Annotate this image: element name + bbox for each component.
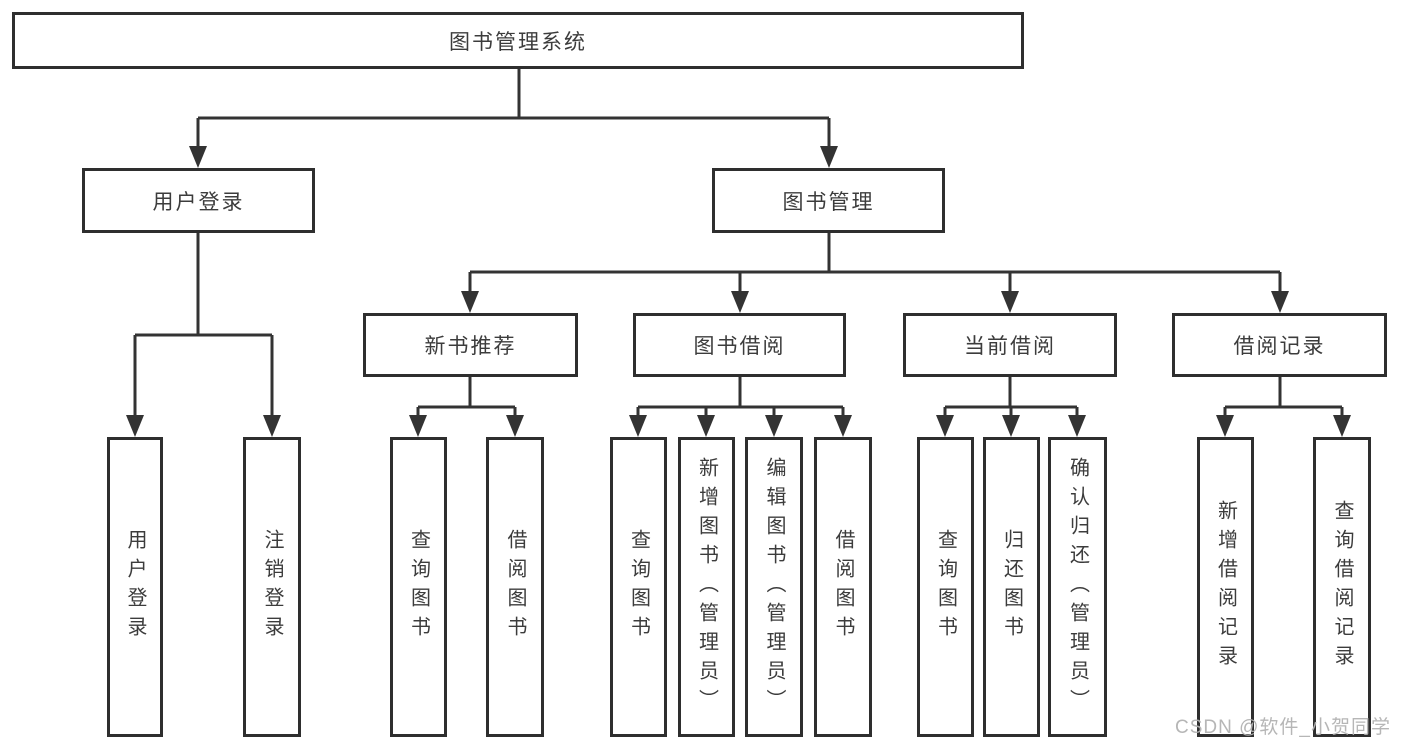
arrow-down-icon (189, 146, 207, 168)
arrow-down-icon (1333, 415, 1351, 437)
leaf-confirm-return-admin: 确认归还（管理员） (1048, 437, 1107, 737)
arrow-down-icon (820, 146, 838, 168)
node-borrow-records: 借阅记录 (1172, 313, 1387, 377)
connector-book-borrow (629, 377, 852, 437)
connector-root (189, 69, 838, 168)
node-root: 图书管理系统 (12, 12, 1024, 69)
connector-current-borrow (936, 377, 1086, 437)
connector-book-management (461, 233, 1289, 313)
arrow-down-icon (126, 415, 144, 437)
arrow-down-icon (629, 415, 647, 437)
leaf-edit-book-admin: 编辑图书（管理员） (745, 437, 803, 737)
arrow-down-icon (461, 291, 479, 313)
leaf-label: 查询图书 (407, 529, 430, 645)
arrow-down-icon (409, 415, 427, 437)
node-user-login: 用户登录 (82, 168, 315, 233)
leaf-label: 借阅图书 (832, 529, 854, 645)
arrow-down-icon (1001, 291, 1019, 313)
leaf-add-borrow-record: 新增借阅记录 (1197, 437, 1254, 737)
leaf-label: 编辑图书（管理员） (763, 456, 785, 718)
node-current-borrow: 当前借阅 (903, 313, 1117, 377)
arrow-down-icon (834, 415, 852, 437)
leaf-user-login: 用户登录 (107, 437, 163, 737)
leaf-borrow-books-recommend: 借阅图书 (486, 437, 544, 737)
arrow-down-icon (731, 291, 749, 313)
leaf-label: 确认归还（管理员） (1066, 456, 1089, 718)
leaf-label: 查询图书 (627, 529, 650, 645)
arrow-down-icon (1002, 415, 1020, 437)
leaf-logout: 注销登录 (243, 437, 301, 737)
leaf-query-borrow-record: 查询借阅记录 (1313, 437, 1371, 737)
leaf-query-books-current: 查询图书 (917, 437, 974, 737)
arrow-down-icon (263, 415, 281, 437)
arrow-down-icon (1271, 291, 1289, 313)
leaf-query-books-recommend: 查询图书 (390, 437, 447, 737)
arrow-down-icon (1068, 415, 1086, 437)
arrow-down-icon (936, 415, 954, 437)
watermark: CSDN @软件_小贺同学 (1175, 717, 1391, 738)
leaf-label: 用户登录 (124, 529, 146, 645)
leaf-add-book-admin: 新增图书（管理员） (678, 437, 735, 737)
leaf-label: 新增借阅记录 (1214, 500, 1237, 674)
node-book-borrow: 图书借阅 (633, 313, 846, 377)
arrow-down-icon (1216, 415, 1234, 437)
leaf-label: 查询借阅记录 (1331, 500, 1353, 674)
leaf-label: 借阅图书 (504, 529, 526, 645)
arrow-down-icon (506, 415, 524, 437)
arrow-down-icon (765, 415, 783, 437)
connector-user-login (126, 233, 281, 437)
leaf-label: 新增图书（管理员） (695, 456, 718, 718)
leaf-query-books-borrow: 查询图书 (610, 437, 667, 737)
connector-new-book-recommend (409, 377, 524, 437)
node-book-management: 图书管理 (712, 168, 945, 233)
connector-borrow-records (1216, 377, 1351, 437)
leaf-label: 注销登录 (261, 529, 283, 645)
leaf-label: 查询图书 (934, 529, 957, 645)
leaf-label: 归还图书 (1000, 529, 1023, 645)
leaf-return-book: 归还图书 (983, 437, 1040, 737)
leaf-borrow-books: 借阅图书 (814, 437, 872, 737)
node-new-book-recommend: 新书推荐 (363, 313, 578, 377)
arrow-down-icon (697, 415, 715, 437)
